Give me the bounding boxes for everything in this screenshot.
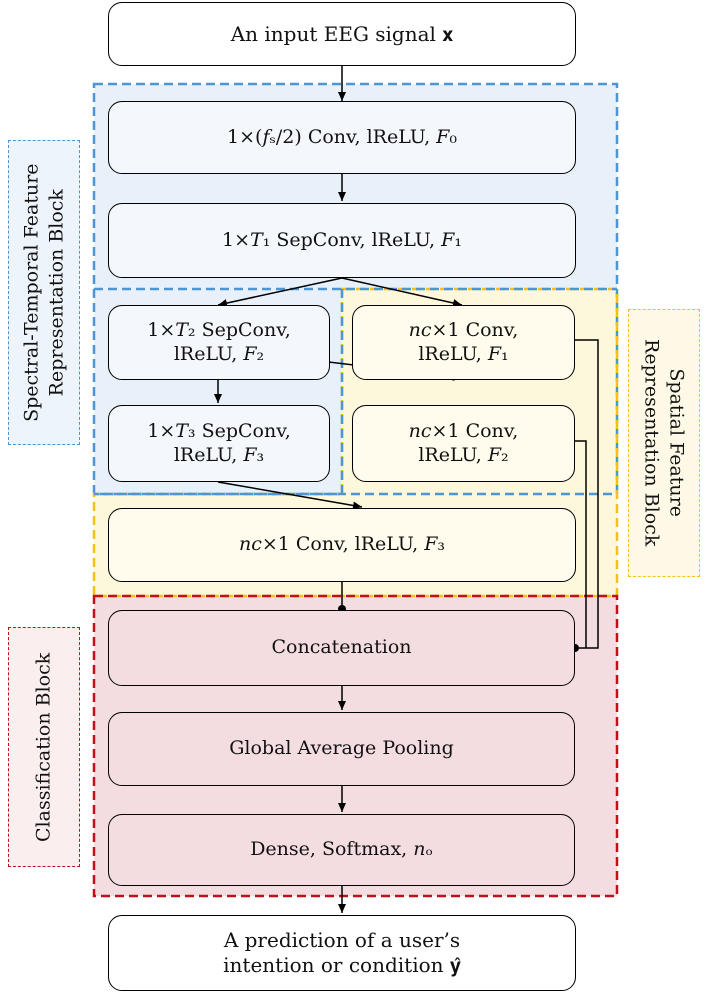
- concatenation-box: Concatenation: [108, 610, 575, 686]
- conv3-label-line2: lReLU, 𝐹₃: [173, 443, 265, 466]
- dense-label: Dense, Softmax, 𝑛ₒ: [250, 838, 433, 861]
- spatial-conv-b-line1: 𝑛𝑐×1 Conv,: [408, 419, 519, 442]
- skip-spatial-b-to-concat: [575, 440, 587, 648]
- spatial-label-line2: Representation Block: [641, 339, 664, 547]
- spatial-conv-b-box: 𝑛𝑐×1 Conv, lReLU, 𝐹₂: [352, 405, 575, 482]
- conv0-box: 1×(𝑓ₛ/2) Conv, lReLU, 𝐹₀: [108, 101, 576, 174]
- spatial-conv-b-line2: lReLU, 𝐹₂: [418, 443, 509, 466]
- spatial-conv-a-line1: 𝑛𝑐×1 Conv,: [408, 318, 519, 341]
- conv2-label-line1: 1×𝑇₂ SepConv,: [147, 318, 291, 341]
- spatial-conv-c-box: 𝑛𝑐×1 Conv, lReLU, 𝐹₃: [108, 508, 576, 582]
- input-label: An input EEG signal 𝐱: [230, 21, 454, 46]
- arrow-conv1-to-spatial-a: [341, 277, 463, 307]
- spatial-conv-c-label: 𝑛𝑐×1 Conv, lReLU, 𝐹₃: [238, 533, 446, 556]
- spectral-temporal-block-label: Spectral-Temporal Feature Representation…: [8, 140, 80, 445]
- conv1-box: 1×𝑇₁ SepConv, lReLU, 𝐹₁: [108, 203, 576, 278]
- output-label-line2: intention or condition 𝐲̂: [223, 953, 461, 977]
- classification-block-label: Classification Block: [8, 627, 80, 867]
- gap-label: Global Average Pooling: [229, 737, 454, 760]
- conv1-label: 1×𝑇₁ SepConv, lReLU, 𝐹₁: [222, 228, 462, 251]
- conv0-label: 1×(𝑓ₛ/2) Conv, lReLU, 𝐹₀: [227, 125, 457, 148]
- spectral-label-line2: Representation Block: [45, 188, 67, 397]
- dense-softmax-box: Dense, Softmax, 𝑛ₒ: [108, 814, 575, 886]
- output-box: A prediction of a user’s intention or co…: [108, 915, 576, 991]
- conv3-box: 1×𝑇₃ SepConv, lReLU, 𝐹₃: [108, 405, 330, 482]
- output-label-line1: A prediction of a user’s: [223, 928, 461, 952]
- arrow-conv1-to-conv2: [217, 277, 343, 307]
- spectral-label-line1: Spectral-Temporal Feature: [20, 163, 43, 422]
- concatenation-label: Concatenation: [271, 636, 412, 659]
- spatial-conv-a-line2: lReLU, 𝐹₁: [418, 342, 509, 365]
- spatial-block-label: Spatial Feature Representation Block: [628, 309, 700, 577]
- arrow-conv3-to-spatial-c: [217, 481, 363, 510]
- global-average-pooling-box: Global Average Pooling: [108, 712, 575, 786]
- input-box: An input EEG signal 𝐱: [108, 2, 576, 66]
- conv3-label-line1: 1×𝑇₃ SepConv,: [147, 419, 291, 442]
- conv2-label-line2: lReLU, 𝐹₂: [173, 342, 265, 365]
- spectral-region-inner-border-2: [94, 289, 344, 496]
- classification-label: Classification Block: [32, 652, 55, 842]
- spatial-conv-a-box: 𝑛𝑐×1 Conv, lReLU, 𝐹₁: [352, 305, 575, 380]
- classification-region-border: [92, 594, 619, 898]
- conv2-box: 1×𝑇₂ SepConv, lReLU, 𝐹₂: [108, 305, 330, 380]
- spatial-label-line1: Spatial Feature: [665, 368, 688, 518]
